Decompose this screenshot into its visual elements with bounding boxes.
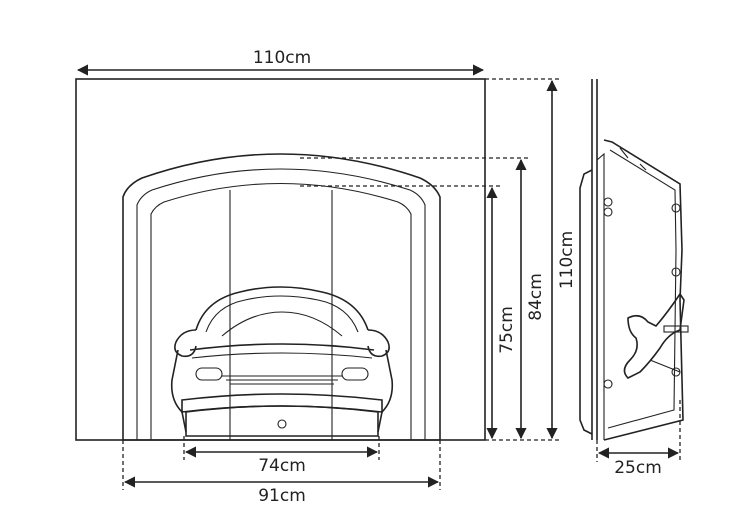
grate-canopy-inner <box>205 295 359 333</box>
grate-fire-bars <box>222 375 342 385</box>
label-depth: 25cm <box>614 458 662 478</box>
grate-canopy-arch <box>221 311 343 337</box>
label-overall-height: 110cm <box>557 231 577 289</box>
grate-front-bar-2 <box>191 352 373 359</box>
side-body-outline <box>603 139 684 441</box>
label-arch-height: 84cm <box>526 273 546 321</box>
grate-canopy <box>195 286 369 331</box>
label-overall-width: 110cm <box>253 48 311 68</box>
grate-front-bar-top <box>189 343 375 351</box>
grate-scroll-left <box>174 329 197 358</box>
side-frame-profile-inner <box>596 152 605 440</box>
label-opening-height: 75cm <box>497 306 517 354</box>
side-bracket <box>623 292 685 379</box>
grate-ashpan <box>185 405 379 437</box>
front-view <box>75 78 486 441</box>
grate-fire-bar-left-roll <box>195 367 223 381</box>
side-rod <box>663 325 689 333</box>
label-grate-width: 74cm <box>258 456 306 476</box>
side-lugs <box>619 147 681 373</box>
ashpan-knob <box>277 419 287 429</box>
grate-scroll-right <box>367 329 390 358</box>
grate-leg-left <box>170 349 187 433</box>
arch-frame-inner <box>150 182 412 440</box>
dimension-lines <box>76 64 681 490</box>
side-body-inner <box>607 149 677 429</box>
grate-fire-bar-right-roll <box>341 367 369 381</box>
grate-leg-right <box>377 349 394 433</box>
side-frame-profile <box>579 169 593 435</box>
label-opening-width: 91cm <box>258 486 306 506</box>
arch-frame-middle <box>136 168 426 440</box>
side-knobs <box>603 197 681 389</box>
arch-frame-outer <box>122 153 441 440</box>
side-view <box>579 79 689 441</box>
